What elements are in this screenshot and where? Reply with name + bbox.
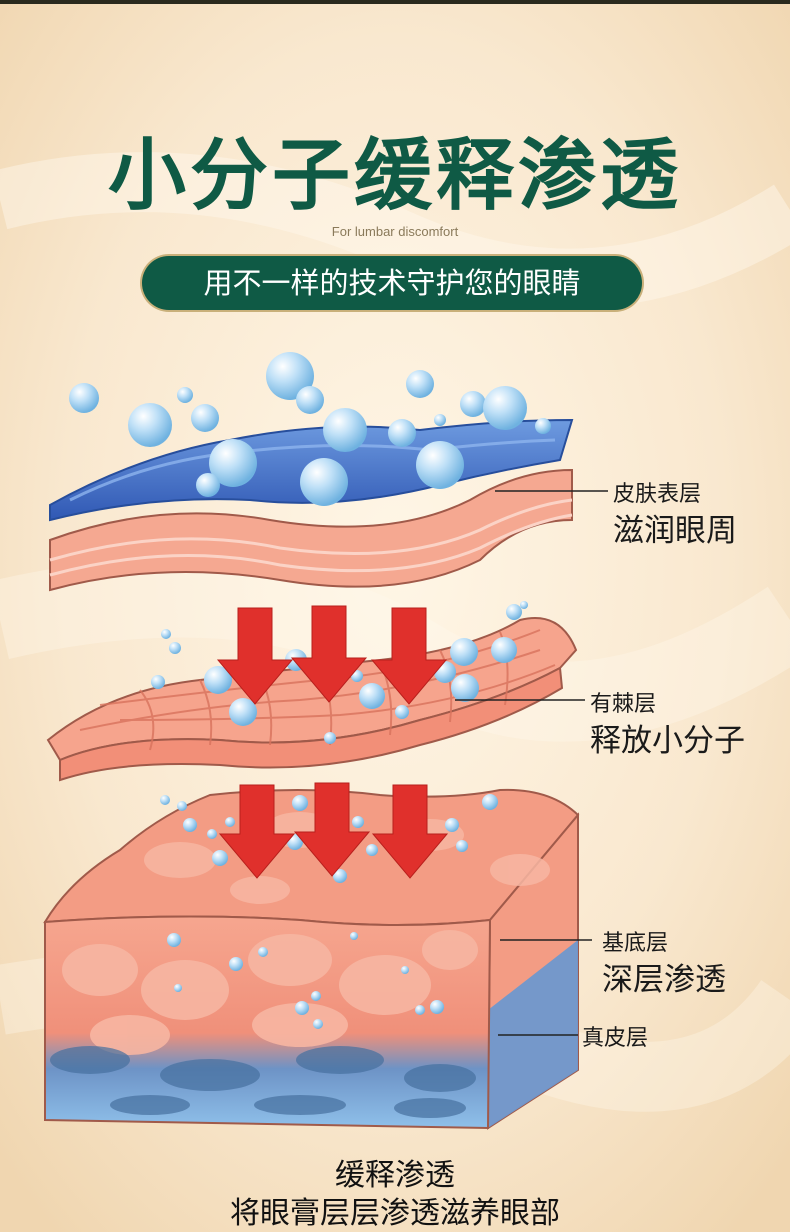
penetration-arrows-lower	[218, 782, 449, 879]
layer-label-dermis: 真皮层	[582, 1026, 649, 1051]
top-bar	[0, 0, 790, 4]
down-arrow-icon	[371, 784, 449, 879]
slogan-text: 用不一样的技术守护您的眼睛	[203, 266, 581, 300]
down-arrow-icon	[216, 607, 294, 705]
molecule-bubbles-bottom	[160, 794, 498, 1029]
english-subtitle: For lumbar discomfort	[331, 224, 459, 239]
page-title: 小分子缓释渗透	[107, 131, 682, 221]
down-arrow-icon	[370, 607, 448, 705]
slogan-pill: 用不一样的技术守护您的眼睛	[142, 256, 642, 310]
layer-effect-spinous: 释放小分子	[590, 723, 745, 759]
layer-effect-basal: 深层渗透	[602, 962, 726, 998]
layer-label-basal: 基底层	[602, 931, 669, 956]
penetration-arrows-upper	[216, 605, 448, 705]
layer-label-epidermis: 皮肤表层	[613, 482, 702, 507]
epidermis-layer	[49, 418, 574, 592]
basal-dermis-block	[43, 788, 580, 1130]
down-arrow-icon	[290, 605, 368, 703]
leader-lines	[455, 490, 608, 1036]
molecule-bubbles-middle	[151, 601, 528, 744]
layer-label-spinous: 有棘层	[590, 692, 657, 717]
footer-line-1: 缓释渗透	[335, 1158, 455, 1193]
down-arrow-icon	[293, 782, 371, 877]
footer-line-2: 将眼膏层层渗透滋养眼部	[230, 1196, 560, 1231]
molecule-bubbles-top	[69, 352, 551, 506]
down-arrow-icon	[218, 784, 296, 879]
layer-effect-epidermis: 滋润眼周	[613, 513, 737, 549]
